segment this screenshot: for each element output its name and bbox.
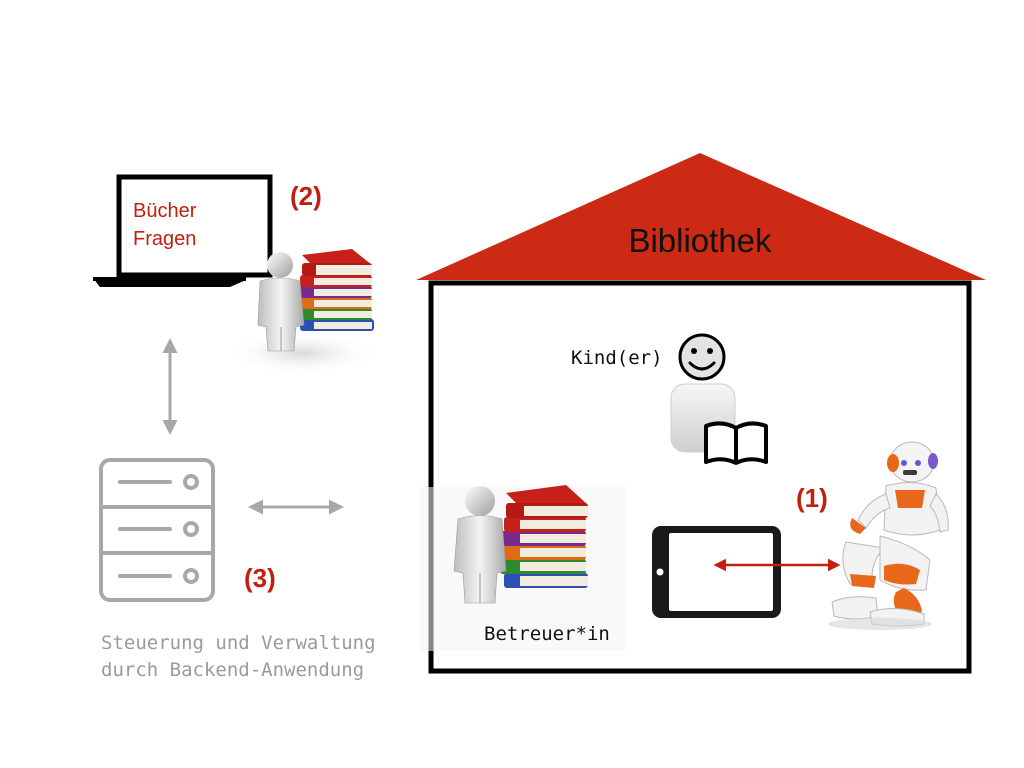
- person-with-books-icon: [224, 249, 380, 375]
- smiley-face-icon: [678, 333, 726, 381]
- backend-caption-line2: durch Backend-Anwendung: [101, 659, 364, 681]
- laptop-line-books: Bücher: [133, 200, 197, 222]
- book-stack: [500, 485, 588, 588]
- server-icon: [99, 458, 215, 602]
- child-reading-icon: [670, 333, 768, 465]
- caregiver-with-books-icon: [420, 485, 626, 651]
- label-number-1: (1): [796, 483, 828, 513]
- open-book-icon: [704, 421, 768, 465]
- label-number-2: (2): [290, 181, 322, 211]
- tablet-icon: [652, 526, 781, 618]
- backend-caption-line1: Steuerung und Verwaltung: [101, 632, 376, 654]
- person-figure: [453, 486, 507, 604]
- person-figure: [257, 252, 305, 352]
- label-number-3: (3): [244, 563, 276, 593]
- laptop-icon: Bücher Fragen: [93, 174, 273, 287]
- caregiver-label: Betreuer*in: [484, 623, 610, 645]
- house-title: Bibliothek: [628, 222, 772, 259]
- book-stack: [296, 249, 374, 331]
- house-roof: [416, 153, 986, 280]
- nao-robot-icon: [828, 441, 949, 630]
- child-label: Kind(er): [571, 347, 663, 369]
- laptop-line-questions: Fragen: [133, 228, 196, 250]
